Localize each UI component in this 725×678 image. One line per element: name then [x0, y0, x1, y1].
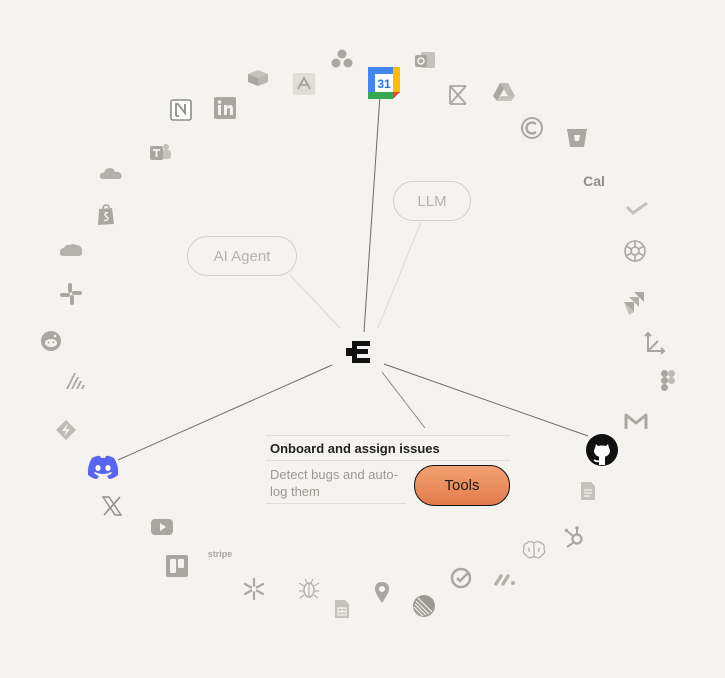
confluence-icon[interactable]: [520, 116, 544, 140]
aha-icon[interactable]: [293, 73, 315, 95]
edge-task: [381, 371, 426, 429]
zendesk-icon[interactable]: [448, 84, 468, 106]
outlook-icon[interactable]: [413, 50, 437, 72]
x-icon[interactable]: [101, 495, 123, 517]
hubspot-icon[interactable]: [563, 525, 587, 549]
onedrive-icon[interactable]: [99, 166, 123, 180]
monday-icon[interactable]: [493, 573, 517, 587]
notion-icon[interactable]: [170, 99, 192, 121]
sheets-icon[interactable]: [334, 599, 350, 619]
ai-agent-pill[interactable]: AI Agent: [187, 236, 297, 276]
task-detect-bugs: Detect bugs and auto-log them: [270, 467, 398, 499]
brain-icon[interactable]: [522, 540, 546, 560]
linkedin-icon[interactable]: [214, 97, 236, 119]
llm-pill[interactable]: LLM: [393, 181, 471, 221]
github-icon[interactable]: [585, 433, 619, 467]
flow-icon[interactable]: [642, 331, 666, 355]
task-divider-bottom: [266, 503, 406, 504]
asana-icon[interactable]: [330, 48, 354, 70]
openai-icon[interactable]: [623, 239, 647, 263]
task-divider-top: [266, 435, 510, 436]
tools-button[interactable]: Tools: [414, 465, 510, 506]
figma-icon[interactable]: [660, 369, 676, 393]
google-drive-icon[interactable]: [492, 82, 516, 102]
todoist-icon[interactable]: [450, 567, 472, 589]
discord-icon[interactable]: [86, 454, 120, 480]
docs-icon[interactable]: [580, 481, 596, 501]
slack-icon[interactable]: [59, 282, 83, 306]
check-icon[interactable]: [625, 201, 649, 215]
signal-icon[interactable]: [64, 371, 88, 391]
linear-icon[interactable]: [412, 594, 436, 618]
edge-github: [383, 363, 589, 437]
bitbucket-icon[interactable]: [566, 128, 588, 148]
svg-text:31: 31: [377, 77, 391, 91]
maps-icon[interactable]: [373, 580, 391, 604]
google-calendar-icon[interactable]: 31: [367, 66, 401, 100]
jira-icon[interactable]: [620, 290, 646, 316]
cal-icon[interactable]: Cal: [583, 173, 605, 189]
task-divider-mid: [266, 460, 510, 461]
task-onboard: Onboard and assign issues: [270, 441, 440, 456]
edge-discord: [117, 364, 333, 461]
edge-agent: [289, 274, 341, 329]
shopify-icon[interactable]: [96, 204, 116, 226]
zapier-icon[interactable]: [55, 419, 77, 441]
salesforce-icon[interactable]: [59, 242, 83, 258]
edge-gcal: [363, 94, 381, 333]
snowflake-icon[interactable]: [242, 577, 266, 601]
stripe-icon[interactable]: stripe: [207, 549, 233, 559]
reddit-icon[interactable]: [40, 330, 62, 352]
hub-logo-icon: [342, 335, 376, 369]
edge-llm: [377, 221, 422, 329]
teams-icon[interactable]: [148, 142, 172, 164]
trello-icon[interactable]: [166, 555, 188, 577]
youtube-icon[interactable]: [151, 519, 173, 535]
gmail-icon[interactable]: [624, 412, 648, 430]
bug-icon[interactable]: [298, 576, 320, 600]
stack-icon[interactable]: [246, 69, 270, 87]
